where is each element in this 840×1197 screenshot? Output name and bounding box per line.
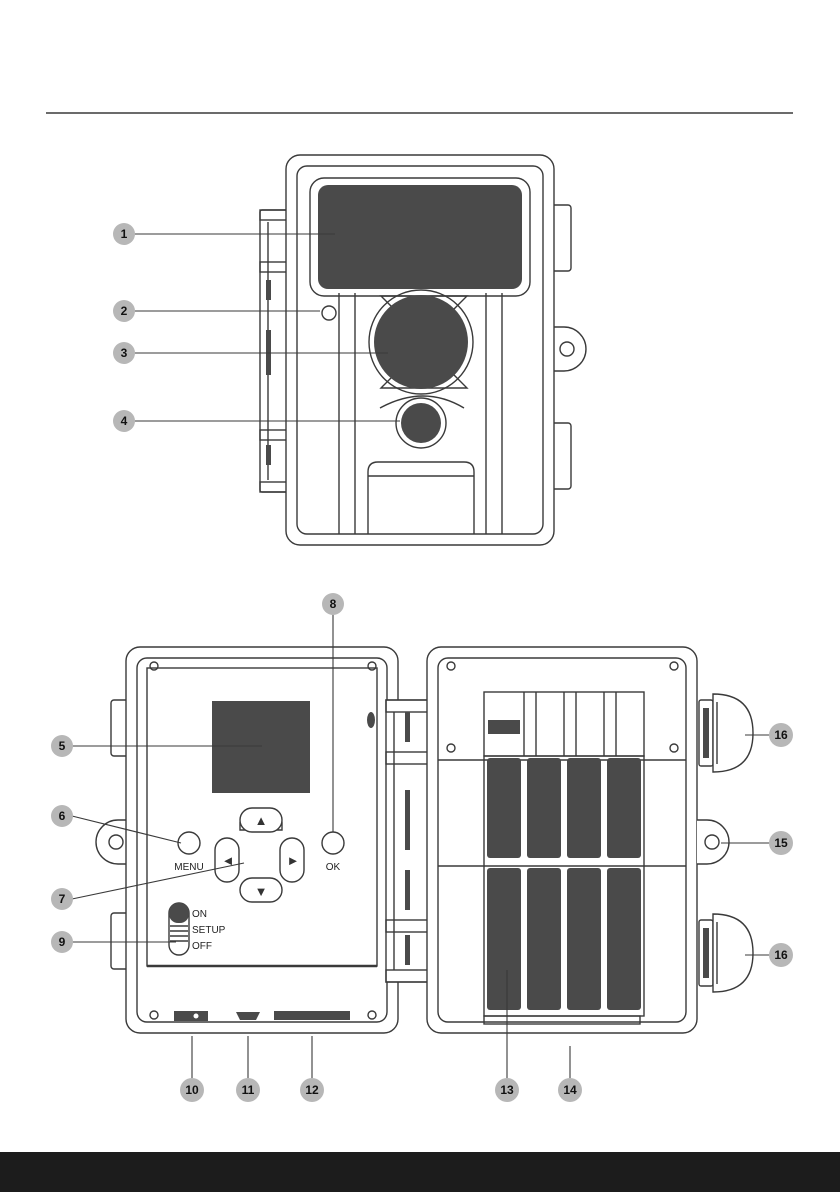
svg-text:7: 7 xyxy=(59,892,66,906)
camera-lens xyxy=(374,295,468,389)
down-arrow-icon: ▼ xyxy=(255,884,268,899)
svg-text:13: 13 xyxy=(500,1083,514,1097)
usb-port xyxy=(236,1012,260,1020)
open-view-left: MENU OK ▲ ▼ ◄ ► ON SETUP OFF xyxy=(96,647,398,1033)
sd-card-slot xyxy=(274,1011,350,1020)
svg-text:5: 5 xyxy=(59,739,66,753)
callout-15: 15 xyxy=(769,831,793,855)
dc-input-port xyxy=(174,1011,208,1021)
lcd-display xyxy=(212,701,310,793)
callout-16-bottom: 16 xyxy=(769,943,793,967)
callout-8: 8 xyxy=(322,593,344,615)
svg-text:16: 16 xyxy=(774,728,788,742)
callout-6: 6 xyxy=(51,805,73,827)
open-view-right xyxy=(427,647,753,1033)
motion-sensor xyxy=(401,403,441,443)
svg-text:2: 2 xyxy=(121,304,128,318)
svg-text:15: 15 xyxy=(774,836,788,850)
infrared-led-panel xyxy=(318,185,522,289)
front-view xyxy=(260,155,586,545)
latch-top[interactable] xyxy=(699,694,753,772)
callout-16-top: 16 xyxy=(769,723,793,747)
right-arrow-icon: ► xyxy=(287,853,300,868)
callout-4: 4 xyxy=(113,410,135,432)
svg-text:1: 1 xyxy=(121,227,128,241)
mount-tab xyxy=(554,327,586,371)
ok-label: OK xyxy=(326,862,341,873)
callout-7: 7 xyxy=(51,888,73,910)
callout-10: 10 xyxy=(180,1078,204,1102)
switch-off-label: OFF xyxy=(192,941,212,952)
svg-text:6: 6 xyxy=(59,809,66,823)
up-arrow-icon: ▲ xyxy=(255,813,268,828)
svg-text:16: 16 xyxy=(774,948,788,962)
callout-14: 14 xyxy=(558,1078,582,1102)
menu-label: MENU xyxy=(174,862,203,873)
svg-text:11: 11 xyxy=(242,1083,255,1097)
svg-text:12: 12 xyxy=(305,1083,319,1097)
callout-9: 9 xyxy=(51,931,73,953)
callout-1: 1 xyxy=(113,223,135,245)
hinge xyxy=(386,700,428,982)
svg-text:10: 10 xyxy=(185,1083,199,1097)
callout-5: 5 xyxy=(51,735,73,757)
svg-text:4: 4 xyxy=(121,414,128,428)
svg-text:9: 9 xyxy=(59,935,66,949)
callout-11: 11 xyxy=(236,1078,260,1102)
svg-text:3: 3 xyxy=(121,346,128,360)
switch-on-label: ON xyxy=(192,909,207,920)
callout-2: 2 xyxy=(113,300,135,322)
switch-setup-label: SETUP xyxy=(192,925,226,936)
battery-door xyxy=(427,647,697,1033)
svg-text:14: 14 xyxy=(563,1083,577,1097)
svg-text:8: 8 xyxy=(330,597,337,611)
footer-bar xyxy=(0,1152,840,1192)
callout-12: 12 xyxy=(300,1078,324,1102)
callout-13: 13 xyxy=(495,1078,519,1102)
latch-bottom[interactable] xyxy=(699,914,753,992)
callout-3: 3 xyxy=(113,342,135,364)
